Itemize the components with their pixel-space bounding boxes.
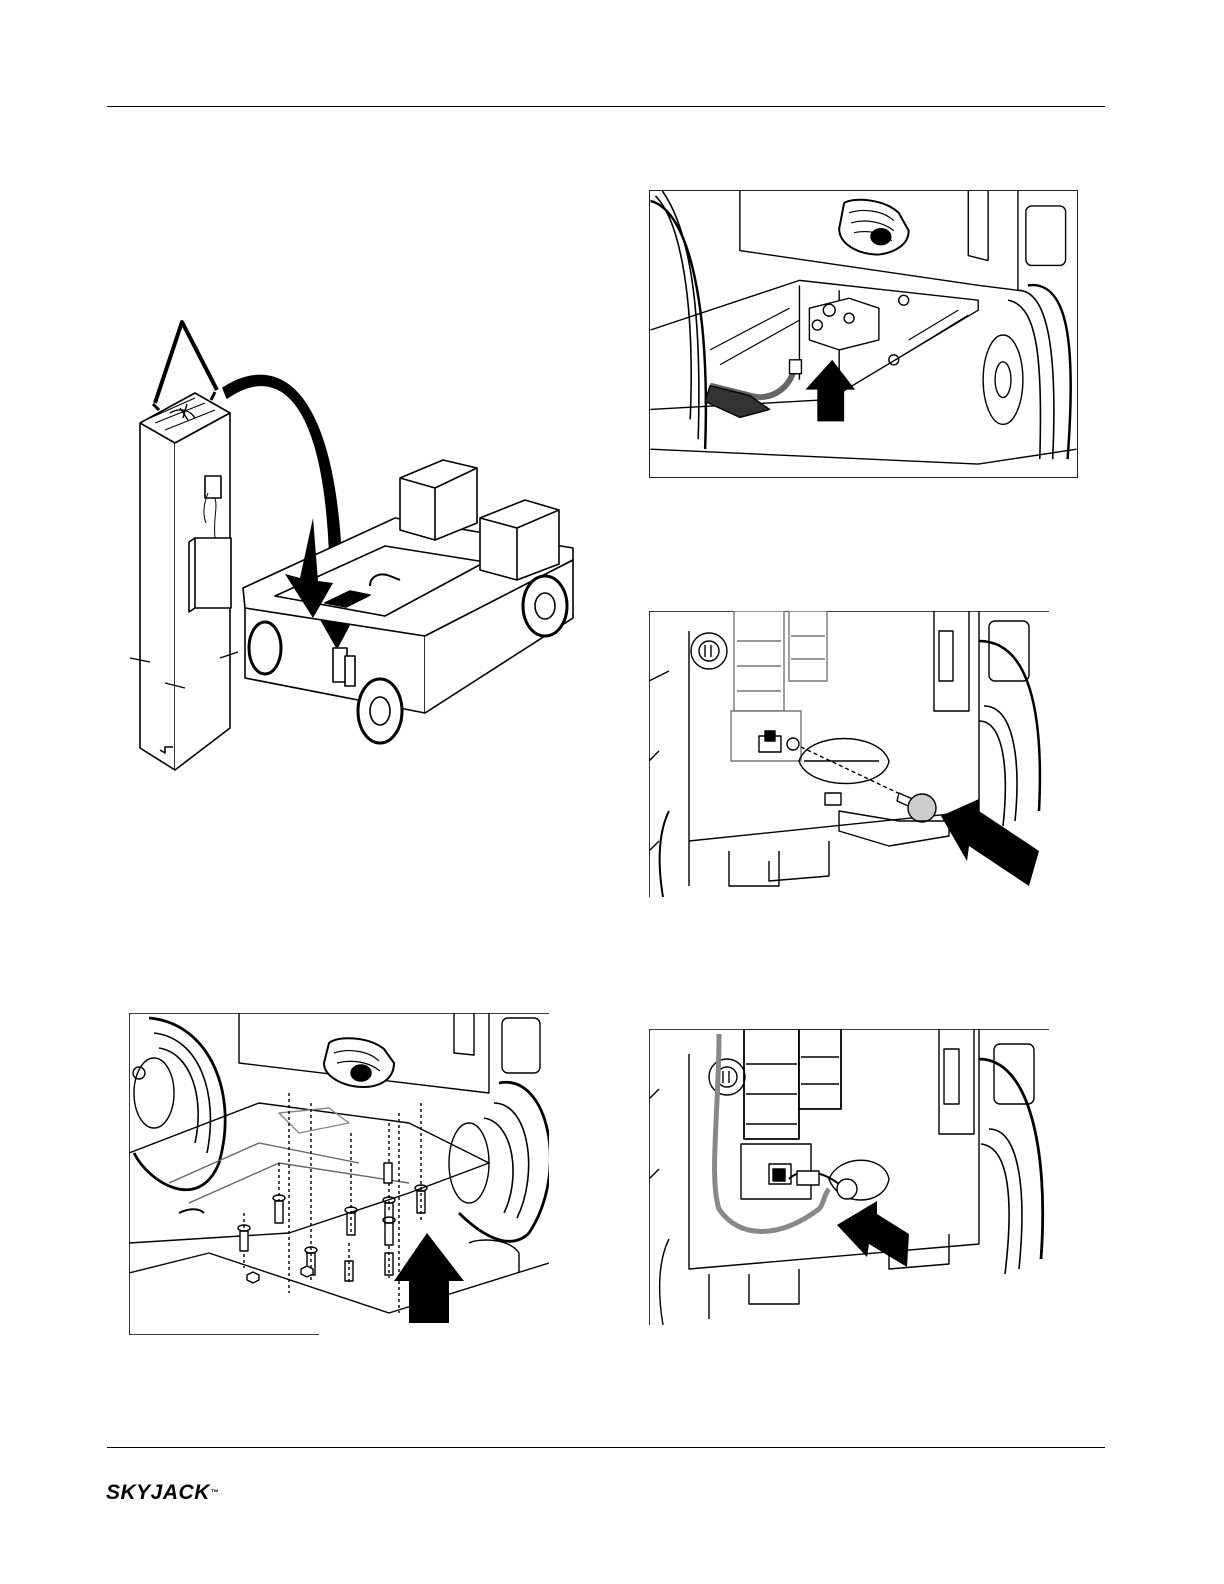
skyjack-logo: SKYJACK™	[106, 1481, 236, 1505]
mast-lowering-illustration-icon	[125, 318, 585, 780]
hose-connection-figure	[649, 190, 1078, 478]
cable-connection-figure	[649, 1029, 1049, 1325]
bolt-install-illustration-icon	[129, 1013, 549, 1335]
footer-rule	[107, 1447, 1105, 1448]
hose-fitting-illustration-icon	[650, 191, 1077, 477]
pin-insert-figure	[649, 611, 1049, 897]
mast-lowering-figure	[125, 318, 585, 780]
header-rule	[107, 106, 1105, 107]
cable-connection-illustration-icon	[649, 1029, 1049, 1325]
trademark-symbol: ™	[211, 1488, 220, 1497]
pin-insert-illustration-icon	[649, 611, 1049, 897]
brand-name: SKYJACK	[106, 1481, 210, 1504]
bolt-install-figure	[129, 1013, 549, 1335]
